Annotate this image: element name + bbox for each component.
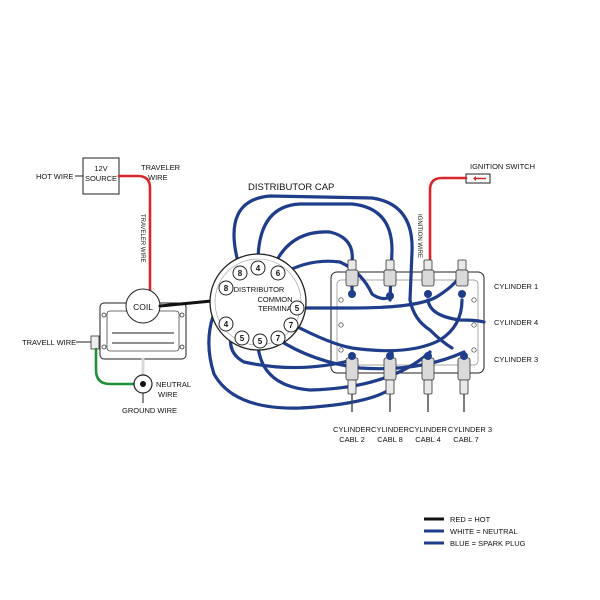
ignition-switch-label: IGNITION SWITCH: [470, 162, 535, 171]
svg-text:6: 6: [276, 269, 281, 278]
distributor-pin: 4: [250, 260, 266, 276]
spark-plug-wires: [207, 194, 486, 410]
common-label: COMMON: [258, 295, 293, 304]
ignition-wire: [428, 176, 468, 264]
distributor-cap-title: DISTRIBUTOR CAP: [248, 182, 334, 193]
neutral-wire-label-line1: NEUTRAL: [156, 380, 191, 389]
cylinder-cable-label: CABL 7: [453, 435, 479, 444]
svg-text:4: 4: [224, 320, 229, 329]
cylinder-label-bottom: CYLINDER 3: [448, 425, 492, 434]
ground-wire-label: GROUND WIRE: [122, 406, 177, 415]
cylinder-cable-label: CABL 8: [377, 435, 403, 444]
coil-label: COIL: [133, 302, 153, 312]
svg-text:7: 7: [289, 321, 294, 330]
cylinder-cable-label: CABL 4: [415, 435, 441, 444]
power-source-label-line2: SOURCE: [85, 174, 117, 183]
cylinder-label-bottom: CYLINDER: [371, 425, 410, 434]
plug-boots-top: [348, 290, 466, 300]
traveler-connector: [90, 335, 100, 350]
cylinder-label-right: CYLINDER 4: [494, 318, 538, 327]
distributor-pin: 8: [218, 280, 234, 296]
power-source-label-line1: 12V: [94, 164, 107, 173]
cylinder-label-right: CYLINDER 1: [494, 282, 538, 291]
svg-text:5: 5: [295, 304, 300, 313]
distributor-pin: 7: [270, 330, 286, 346]
traveler-wire-top-label-line2: WIRE: [148, 173, 168, 182]
distributor-pin: 5: [252, 333, 268, 349]
svg-text:5: 5: [258, 337, 263, 346]
distributor-label: DISTRIBUTOR: [234, 285, 285, 294]
svg-text:5: 5: [240, 334, 245, 343]
ground-wire-green: [94, 347, 136, 386]
legend-text: WHITE = NEUTRAL: [450, 527, 518, 536]
svg-text:7: 7: [276, 334, 281, 343]
hot-wire: [117, 174, 152, 294]
legend-text: BLUE = SPARK PLUG: [450, 539, 526, 548]
traveler-wire-vertical-label: TRAVELER WIRE: [139, 214, 145, 263]
distributor-pin: 4: [218, 316, 234, 332]
svg-text:8: 8: [238, 269, 243, 278]
distributor-pin: 5: [234, 330, 250, 346]
plug-boots-bottom: [348, 352, 468, 360]
legend: RED = HOT WHITE = NEUTRAL BLUE = SPARK P…: [424, 515, 526, 548]
traveler-wire-left-label: TRAVELL WIRE: [22, 338, 76, 347]
terminal-label: TERMINAL: [258, 304, 296, 313]
legend-text: RED = HOT: [450, 515, 491, 524]
svg-text:8: 8: [224, 284, 229, 293]
cylinder-label-bottom: CYLINDER: [333, 425, 372, 434]
svg-text:4: 4: [256, 264, 261, 273]
traveler-wire-top-label-line1: TRAVELER: [141, 163, 181, 172]
spark-plugs-top: [345, 259, 469, 287]
cylinder-label-right: CYLINDER 3: [494, 355, 538, 364]
ignition-wire-vertical-label: IGNITION WIRE: [416, 214, 422, 258]
hot-wire-label: HOT WIRE: [36, 172, 73, 181]
spark-plugs-bottom: [345, 357, 471, 412]
cylinder-cable-label: CABL 2: [339, 435, 365, 444]
cylinder-label-bottom: CYLINDER: [409, 425, 448, 434]
neutral-wire-label-line2: WIRE: [158, 390, 178, 399]
distributor-pin: 8: [232, 265, 248, 281]
distributor-pin: 5: [289, 300, 305, 316]
distributor-pins: 4 6 8 8 5 4 7 5 5 7: [218, 260, 305, 349]
distributor-pin: 6: [270, 265, 286, 281]
distributor-pin: 7: [283, 317, 299, 333]
